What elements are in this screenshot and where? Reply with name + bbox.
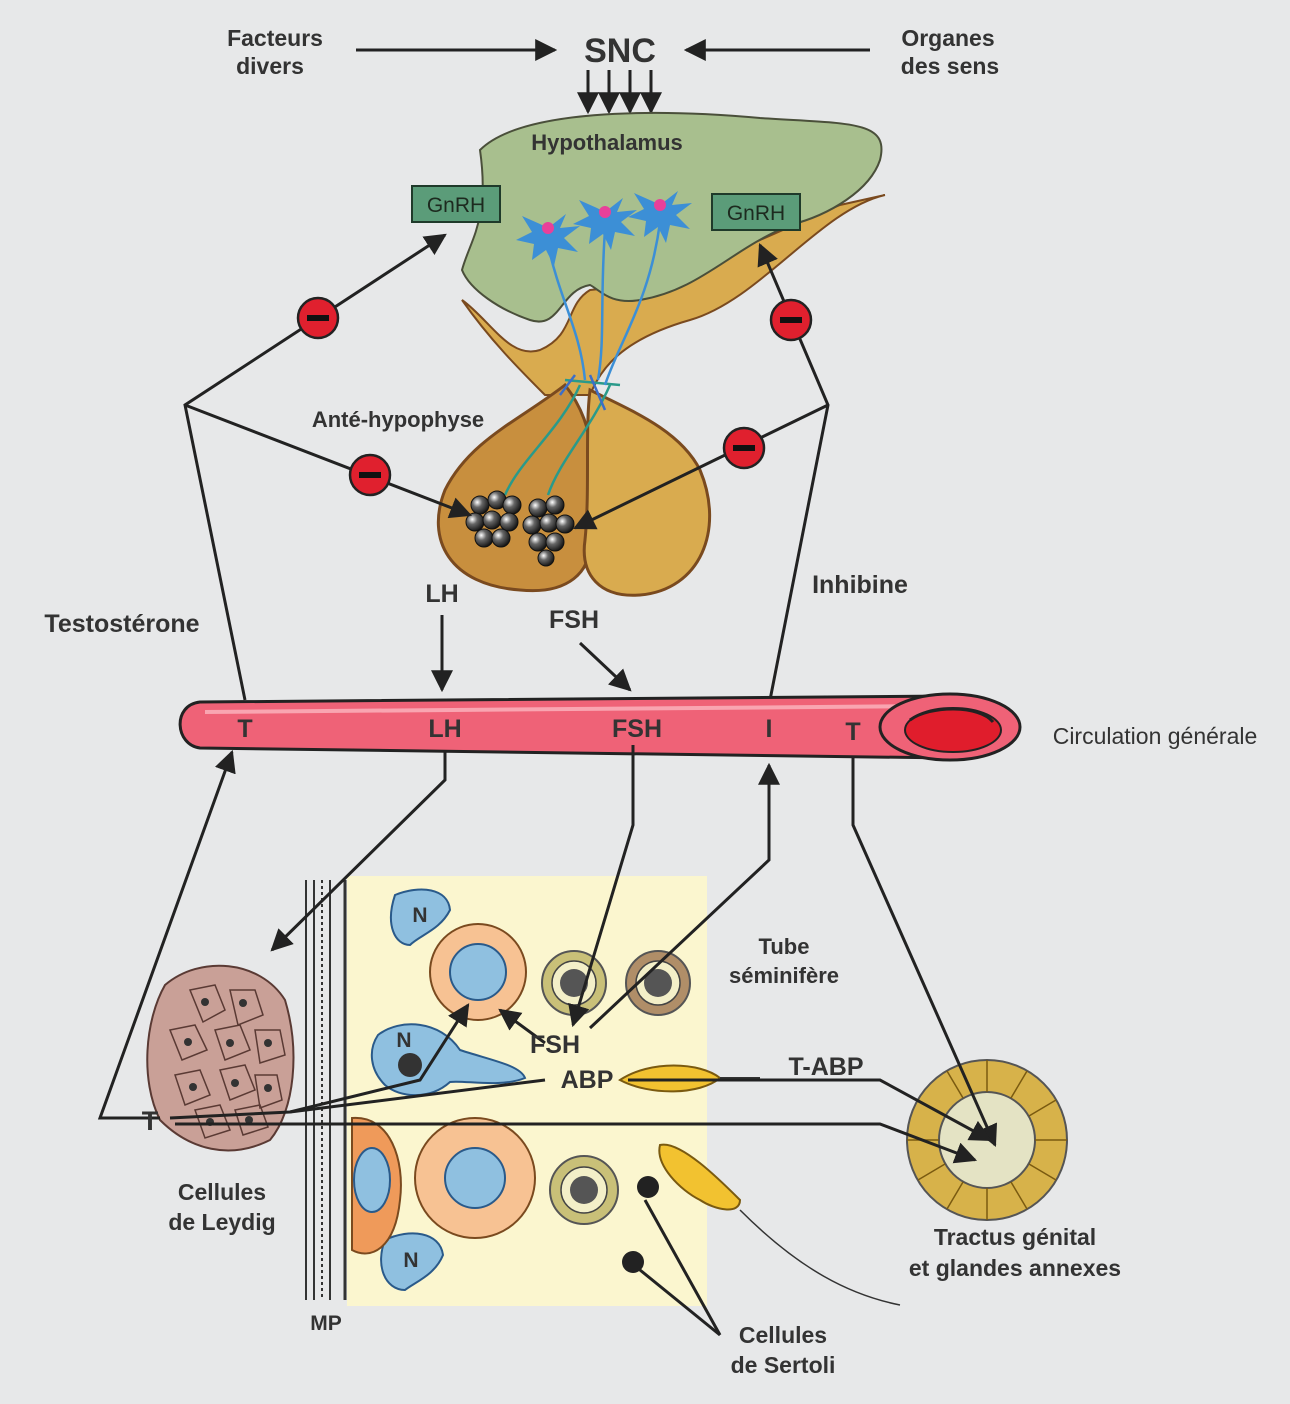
inhibition-badge-testosterone-lh — [348, 453, 392, 497]
feedback-lines — [183, 233, 830, 701]
snc-label: SNC — [584, 32, 656, 70]
inhibition-badge-inhibine-gnrh — [769, 298, 813, 342]
mp-label: MP — [310, 1312, 342, 1335]
n-label-mid: N — [396, 1029, 411, 1052]
spermatogonia-left — [351, 1116, 402, 1255]
sertoli-nucleus-mid: N — [370, 1023, 527, 1097]
n-label-top: N — [412, 904, 427, 927]
tractus-label-1: Tractus génital — [934, 1224, 1096, 1250]
fsh-label: FSH — [549, 606, 599, 634]
vessel-lh: LH — [428, 715, 461, 743]
leydig-label-2: de Leydig — [168, 1209, 275, 1235]
vessel-t-left: T — [237, 715, 252, 743]
spermatozoa — [618, 1064, 901, 1306]
vessel-i: I — [766, 715, 773, 743]
sertoli-label-2: de Sertoli — [731, 1352, 836, 1378]
leydig-cells — [146, 964, 295, 1152]
spermatocyte-top — [429, 923, 527, 1021]
sertoli-nuclei-dots — [622, 1176, 659, 1273]
sertoli-nucleus-top: N — [390, 888, 452, 947]
fsh-arrow — [578, 641, 632, 692]
lh-label: LH — [425, 580, 458, 608]
tube-label-2: séminifère — [729, 963, 839, 988]
gnrh-box-left: GnRH — [411, 185, 501, 223]
organes-label-2: des sens — [901, 53, 999, 79]
hypothalamus-label: Hypothalamus — [531, 130, 683, 155]
gnrh-neurons — [516, 191, 692, 386]
facteurs-label-2: divers — [236, 53, 304, 79]
sertoli-nucleus-bottom: N — [380, 1232, 445, 1292]
inhibine-label: Inhibine — [812, 571, 908, 599]
peritubular-membrane — [305, 880, 347, 1300]
gnrh-label-left: GnRH — [427, 194, 485, 217]
t-left-label: T — [142, 1106, 159, 1136]
spermatid-top-2 — [625, 950, 691, 1016]
gonadotroph-cluster-right — [522, 495, 575, 567]
organes-label-1: Organes — [901, 25, 994, 51]
portal-vessels — [503, 374, 621, 496]
ante-hypophyse-label: Anté-hypophyse — [312, 407, 484, 432]
fsh-local-label: FSH — [530, 1031, 580, 1059]
spermatocyte-bottom — [414, 1117, 536, 1239]
blood-vessel — [178, 692, 1022, 762]
snc-arrows — [577, 70, 662, 115]
gnrh-label-right: GnRH — [727, 202, 785, 225]
spermatid-top-1 — [541, 950, 607, 1016]
tube-label-1: Tube — [759, 934, 810, 959]
inhibition-badge-inhibine-fsh — [722, 426, 766, 470]
leydig-label-1: Cellules — [178, 1179, 266, 1205]
vessel-fsh: FSH — [612, 715, 662, 743]
n-label-bottom: N — [403, 1249, 418, 1272]
abp-label: ABP — [561, 1066, 614, 1094]
lower-pathways — [97, 745, 998, 1337]
inhibition-badge-testosterone-gnrh — [296, 296, 340, 340]
vessel-t-right: T — [845, 718, 860, 746]
facteurs-label-1: Facteurs — [227, 25, 323, 51]
tractus-label-2: et glandes annexes — [909, 1255, 1121, 1281]
circulation-label: Circulation générale — [1053, 723, 1258, 749]
gonadotroph-cluster-left — [465, 490, 522, 548]
t-abp-label: T-ABP — [789, 1053, 864, 1081]
testosterone-label: Testostérone — [44, 610, 199, 638]
gnrh-box-right: GnRH — [711, 193, 801, 231]
sertoli-label-1: Cellules — [739, 1322, 827, 1348]
spermatid-bottom — [549, 1155, 619, 1225]
